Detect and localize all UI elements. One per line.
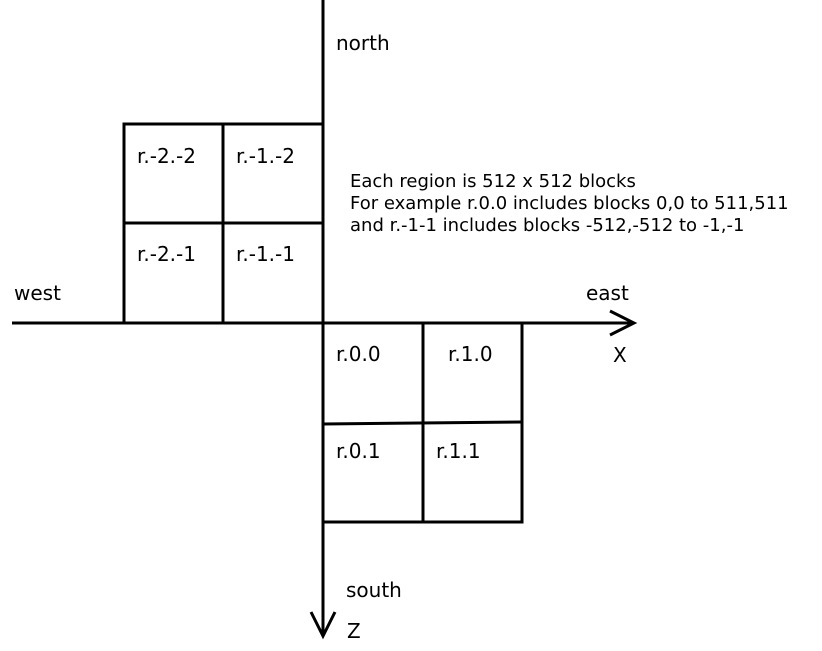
west-label: west	[14, 281, 61, 305]
z-axis-label: Z	[347, 619, 361, 643]
south-label: south	[346, 578, 402, 602]
region-label: r.0.1	[336, 439, 381, 463]
region-label: r.1.1	[436, 439, 481, 463]
region-label: r.-1.-1	[236, 242, 295, 266]
region-label: r.0.0	[336, 342, 381, 366]
x-axis-label: X	[613, 343, 627, 367]
x-axis-arrowhead	[609, 309, 638, 337]
east-label: east	[586, 281, 629, 305]
north-label: north	[336, 31, 390, 55]
region-label: r.-2.-2	[137, 144, 196, 168]
z-axis-arrowhead	[309, 611, 337, 640]
note-line: and r.-1-1 includes blocks -512,-512 to …	[350, 215, 744, 236]
region-label: r.1.0	[448, 342, 493, 366]
northwest-region-grid	[122, 122, 325, 325]
region-label: r.-1.-2	[236, 144, 295, 168]
note-line: Each region is 512 x 512 blocks	[350, 171, 636, 192]
note-line: For example r.0.0 includes blocks 0,0 to…	[350, 193, 789, 214]
southeast-region-grid	[321, 321, 524, 524]
region-label: r.-2.-1	[137, 242, 196, 266]
